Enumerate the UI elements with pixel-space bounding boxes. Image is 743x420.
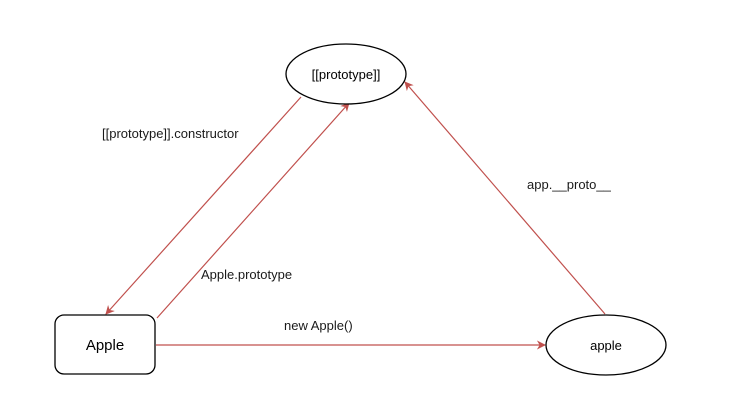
edge-label-proto-link: app.__proto__: [527, 177, 612, 192]
edge-label-constructor: [[prototype]].constructor: [102, 126, 239, 141]
node-apple-instance-label: apple: [590, 338, 622, 353]
edge-constructor[interactable]: [105, 96, 302, 315]
node-apple-instance[interactable]: apple: [545, 314, 667, 376]
edge-prototype-prop[interactable]: [156, 102, 350, 319]
edge-label-new-call: new Apple(): [284, 318, 353, 333]
node-apple-constructor-label: Apple: [86, 337, 124, 354]
node-apple-constructor[interactable]: Apple: [54, 314, 156, 375]
edge-proto-link[interactable]: [404, 81, 606, 315]
edge-label-prototype-prop: Apple.prototype: [201, 267, 292, 282]
node-prototype-label: [[prototype]]: [312, 67, 381, 82]
node-prototype[interactable]: [[prototype]]: [285, 43, 407, 105]
